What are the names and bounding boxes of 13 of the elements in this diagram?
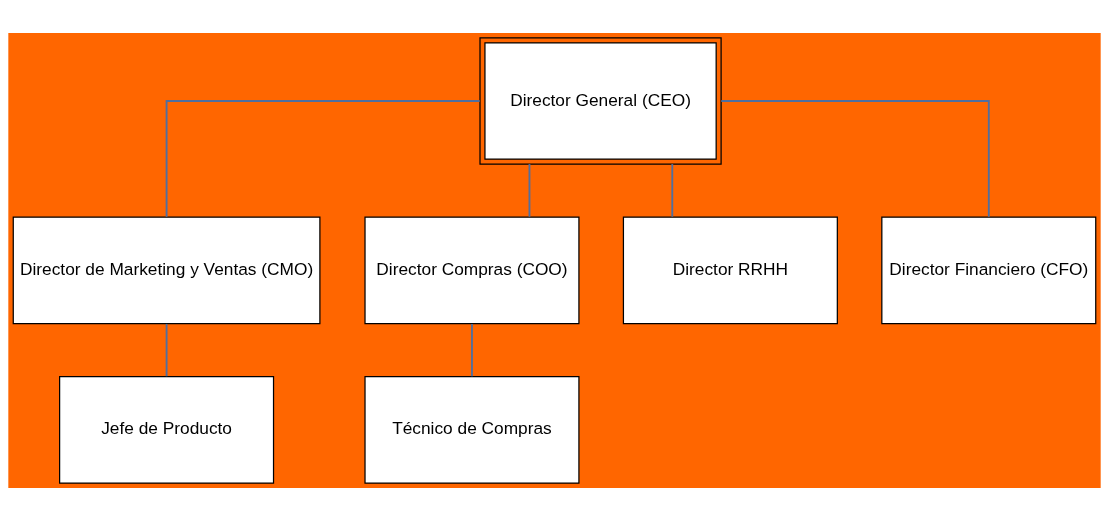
connector [165, 100, 481, 218]
connector [671, 163, 674, 218]
connector [471, 323, 473, 378]
node-box: Director Compras (COO) [364, 216, 580, 325]
connector [528, 163, 531, 218]
connector [720, 100, 990, 218]
node-box: Director de Marketing y Ventas (CMO) [12, 216, 321, 325]
node-box: Director Financiero (CFO) [881, 216, 1097, 325]
node-box: Director General (CEO) [479, 37, 722, 165]
node-box: Técnico de Compras [364, 376, 580, 484]
node-box: Director RRHH [622, 216, 838, 325]
node-box: Jefe de Producto [59, 376, 275, 484]
connector [165, 323, 168, 378]
